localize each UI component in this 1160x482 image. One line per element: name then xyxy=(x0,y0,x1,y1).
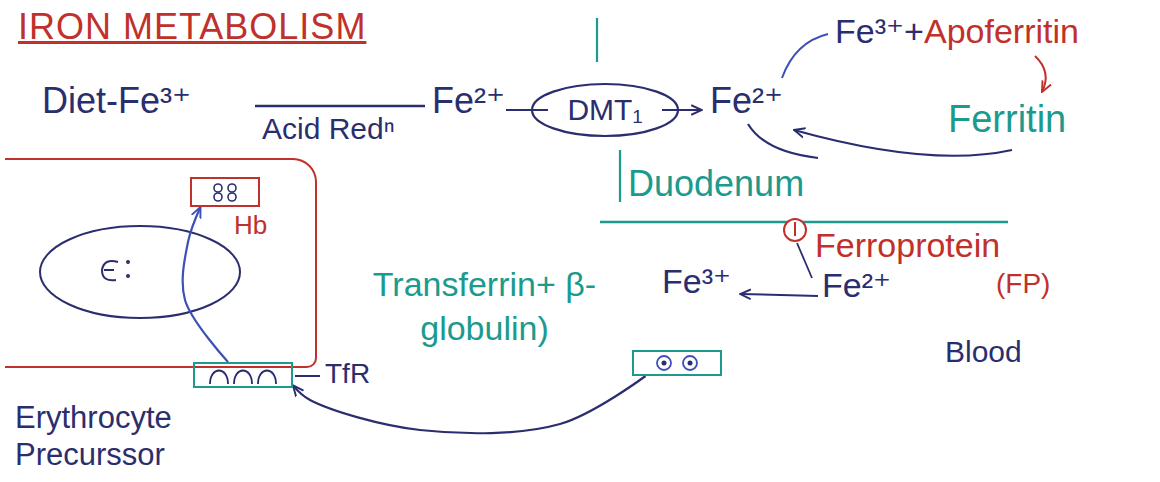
oxidation-arrow xyxy=(740,294,818,296)
text-label: Fe³⁺ xyxy=(662,262,731,301)
receptor-loop xyxy=(210,371,228,385)
membrane-tick xyxy=(596,18,598,62)
node-shape xyxy=(192,179,258,205)
text-label: Blood xyxy=(945,335,1022,370)
text-label: Fe³⁺+ xyxy=(835,12,924,51)
text-label: Ferroprotein xyxy=(815,226,1000,265)
iron-dot xyxy=(126,274,130,278)
heme-symbol xyxy=(228,184,236,192)
connector xyxy=(183,207,228,362)
receptor-loop xyxy=(258,371,276,385)
heme-symbol xyxy=(228,193,236,201)
ellipse-outline xyxy=(532,84,678,136)
ferroportin-channel xyxy=(784,219,806,241)
reaction-line xyxy=(255,105,425,108)
uptake-line xyxy=(506,109,548,111)
node-text: DMT₁ xyxy=(567,93,642,128)
iron-atom xyxy=(688,361,693,366)
node-text: Erythrocyte Precurssor xyxy=(15,400,265,473)
text-label: Fe²⁺ xyxy=(710,80,783,121)
text-label: Duodenum xyxy=(628,163,804,204)
ferroportin-pore xyxy=(794,222,796,236)
text-label: Ferritin xyxy=(948,98,1066,142)
hemoglobin-box: Hb xyxy=(190,177,260,207)
duodenum-bracket xyxy=(619,150,621,202)
iron-atom xyxy=(662,361,667,366)
iron-binding-site xyxy=(657,356,671,370)
heme-symbol xyxy=(214,184,222,192)
text-label: Diet-Fe³⁺ xyxy=(42,80,191,121)
text-label: Apoferritin xyxy=(924,12,1079,51)
text-label: (FP) xyxy=(996,268,1050,300)
heme-symbol xyxy=(214,193,222,201)
text-label: Fe²⁺ xyxy=(822,266,891,305)
node-text: Hb xyxy=(234,211,267,241)
mitochondrion xyxy=(40,226,240,318)
iron-scribble xyxy=(102,261,118,280)
node-shape xyxy=(195,364,291,386)
storage-curve xyxy=(782,34,828,78)
apoferritin-arrow xyxy=(1035,56,1046,92)
title: IRON METABOLISM xyxy=(18,6,366,47)
node-shape xyxy=(634,352,720,374)
uptake-arrow xyxy=(662,109,702,111)
export-line xyxy=(797,243,812,278)
iron-binding-site xyxy=(683,356,697,370)
node-text: TfR xyxy=(325,358,370,390)
node-text: Transferrin+ β-globulin) xyxy=(342,262,627,350)
text-label: Acid Redⁿ xyxy=(262,112,395,147)
receptor-box: TfR xyxy=(193,362,293,388)
carrier-box: Transferrin+ β-globulin) xyxy=(632,350,722,376)
iron-dot xyxy=(126,260,130,264)
text-label: Fe²⁺ xyxy=(432,80,505,121)
receptor-tether xyxy=(295,375,320,377)
cell-region: Erythrocyte PrecurssorHbTfR xyxy=(5,158,317,368)
transfer-curve xyxy=(748,124,818,158)
receptor-loop xyxy=(234,371,252,385)
transporter-ellipse: DMT₁ xyxy=(530,82,680,138)
